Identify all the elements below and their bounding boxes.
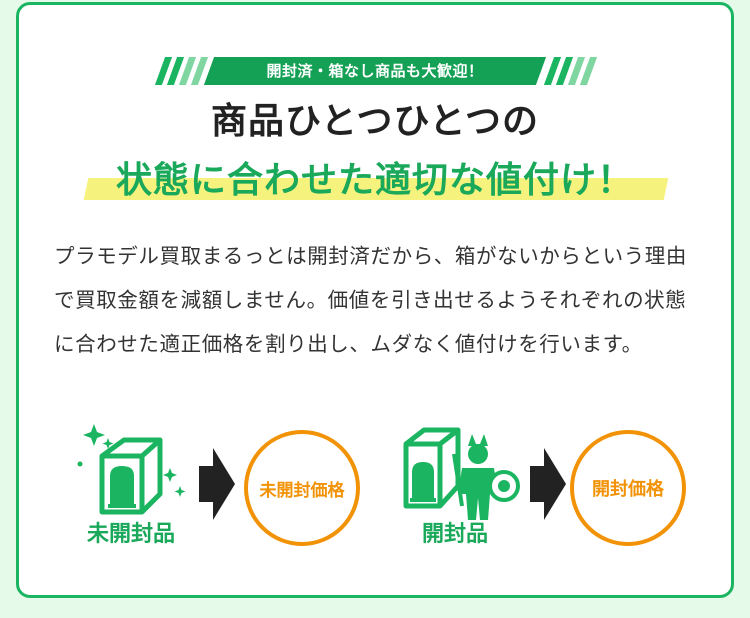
banner: 開封済・箱なし商品も大歓迎！ — [0, 57, 750, 87]
opened-price-badge: 開封価格 — [570, 430, 686, 546]
unopened-price-badge: 未開封価格 — [244, 430, 360, 546]
banner-label: 開封済・箱なし商品も大歓迎！ — [266, 62, 484, 80]
opened-caption: 開封品 — [421, 522, 488, 547]
arrow-right-icon — [199, 448, 235, 520]
opened-box-figure-icon — [403, 427, 520, 520]
heading-line1: 商品ひとつひとつの — [211, 101, 539, 142]
heading-line2: 状態に合わせた適切な値付け！ — [115, 160, 634, 201]
body-paragraph: プラモデル買取まるっとは開封済だから、箱がないからという理由で買取金額を減額しま… — [54, 244, 687, 356]
unopened-caption: 未開封品 — [86, 522, 175, 547]
arrow-right-icon — [530, 448, 566, 520]
pricing-diagram: 未開封品 未開封価格 開封品 開封価格 — [0, 410, 750, 560]
unopened-box-icon — [77, 424, 186, 515]
